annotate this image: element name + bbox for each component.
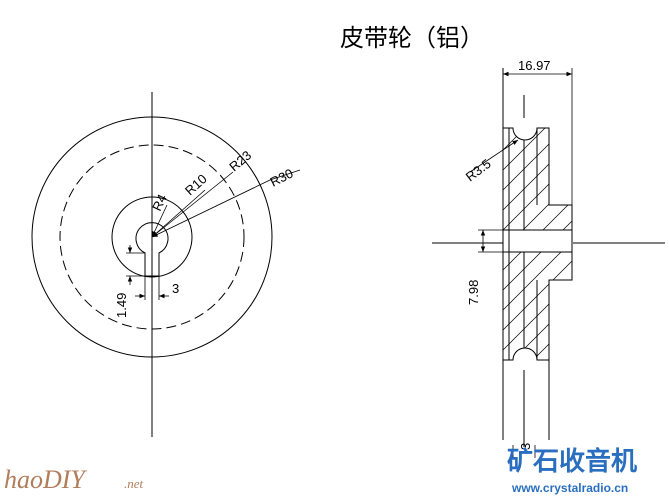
r4-leader (151, 204, 168, 238)
bore-section (503, 230, 573, 252)
r23-leader (151, 171, 234, 238)
pulley-section-outline (502, 127, 573, 361)
label-r4: R4 (149, 192, 170, 213)
label-keyway-depth: 1.49 (114, 293, 129, 318)
outer-circle (31, 116, 273, 358)
label-r30: R30 (268, 165, 296, 189)
watermark-right: 矿石收音机 www.crystalradio.cn (507, 446, 637, 495)
bore-with-keyway (135, 222, 169, 277)
label-groove-radius: R3.5 (463, 156, 494, 185)
watermark-right-url: www.crystalradio.cn (511, 481, 628, 495)
groove-circle (59, 144, 245, 330)
label-bottom: 3 (518, 443, 533, 450)
watermark-left: haoDIY .net (4, 465, 144, 494)
label-keyway-width: 3 (172, 281, 179, 296)
r30-leader (151, 179, 271, 238)
drawing-title: 皮带轮（铝） (340, 24, 484, 52)
front-view: R30 R23 R10 R4 3 1.49 (31, 92, 301, 437)
label-bore: 7.98 (466, 280, 481, 305)
groove-radius-leader (469, 139, 519, 173)
label-width: 16.97 (518, 58, 551, 73)
groove-top (513, 118, 537, 140)
hub-circle (111, 196, 193, 278)
r10-leader (151, 189, 206, 238)
watermark-right-brand: 矿石收音机 (507, 446, 637, 477)
label-r23: R23 (226, 147, 254, 174)
groove-bottom (513, 348, 537, 370)
side-view: 16.97 R3.5 7.98 3 (432, 58, 665, 458)
watermark-left-main: haoDIY (4, 465, 87, 494)
r30-underline (269, 169, 301, 181)
watermark-left-suffix: .net (124, 476, 144, 491)
